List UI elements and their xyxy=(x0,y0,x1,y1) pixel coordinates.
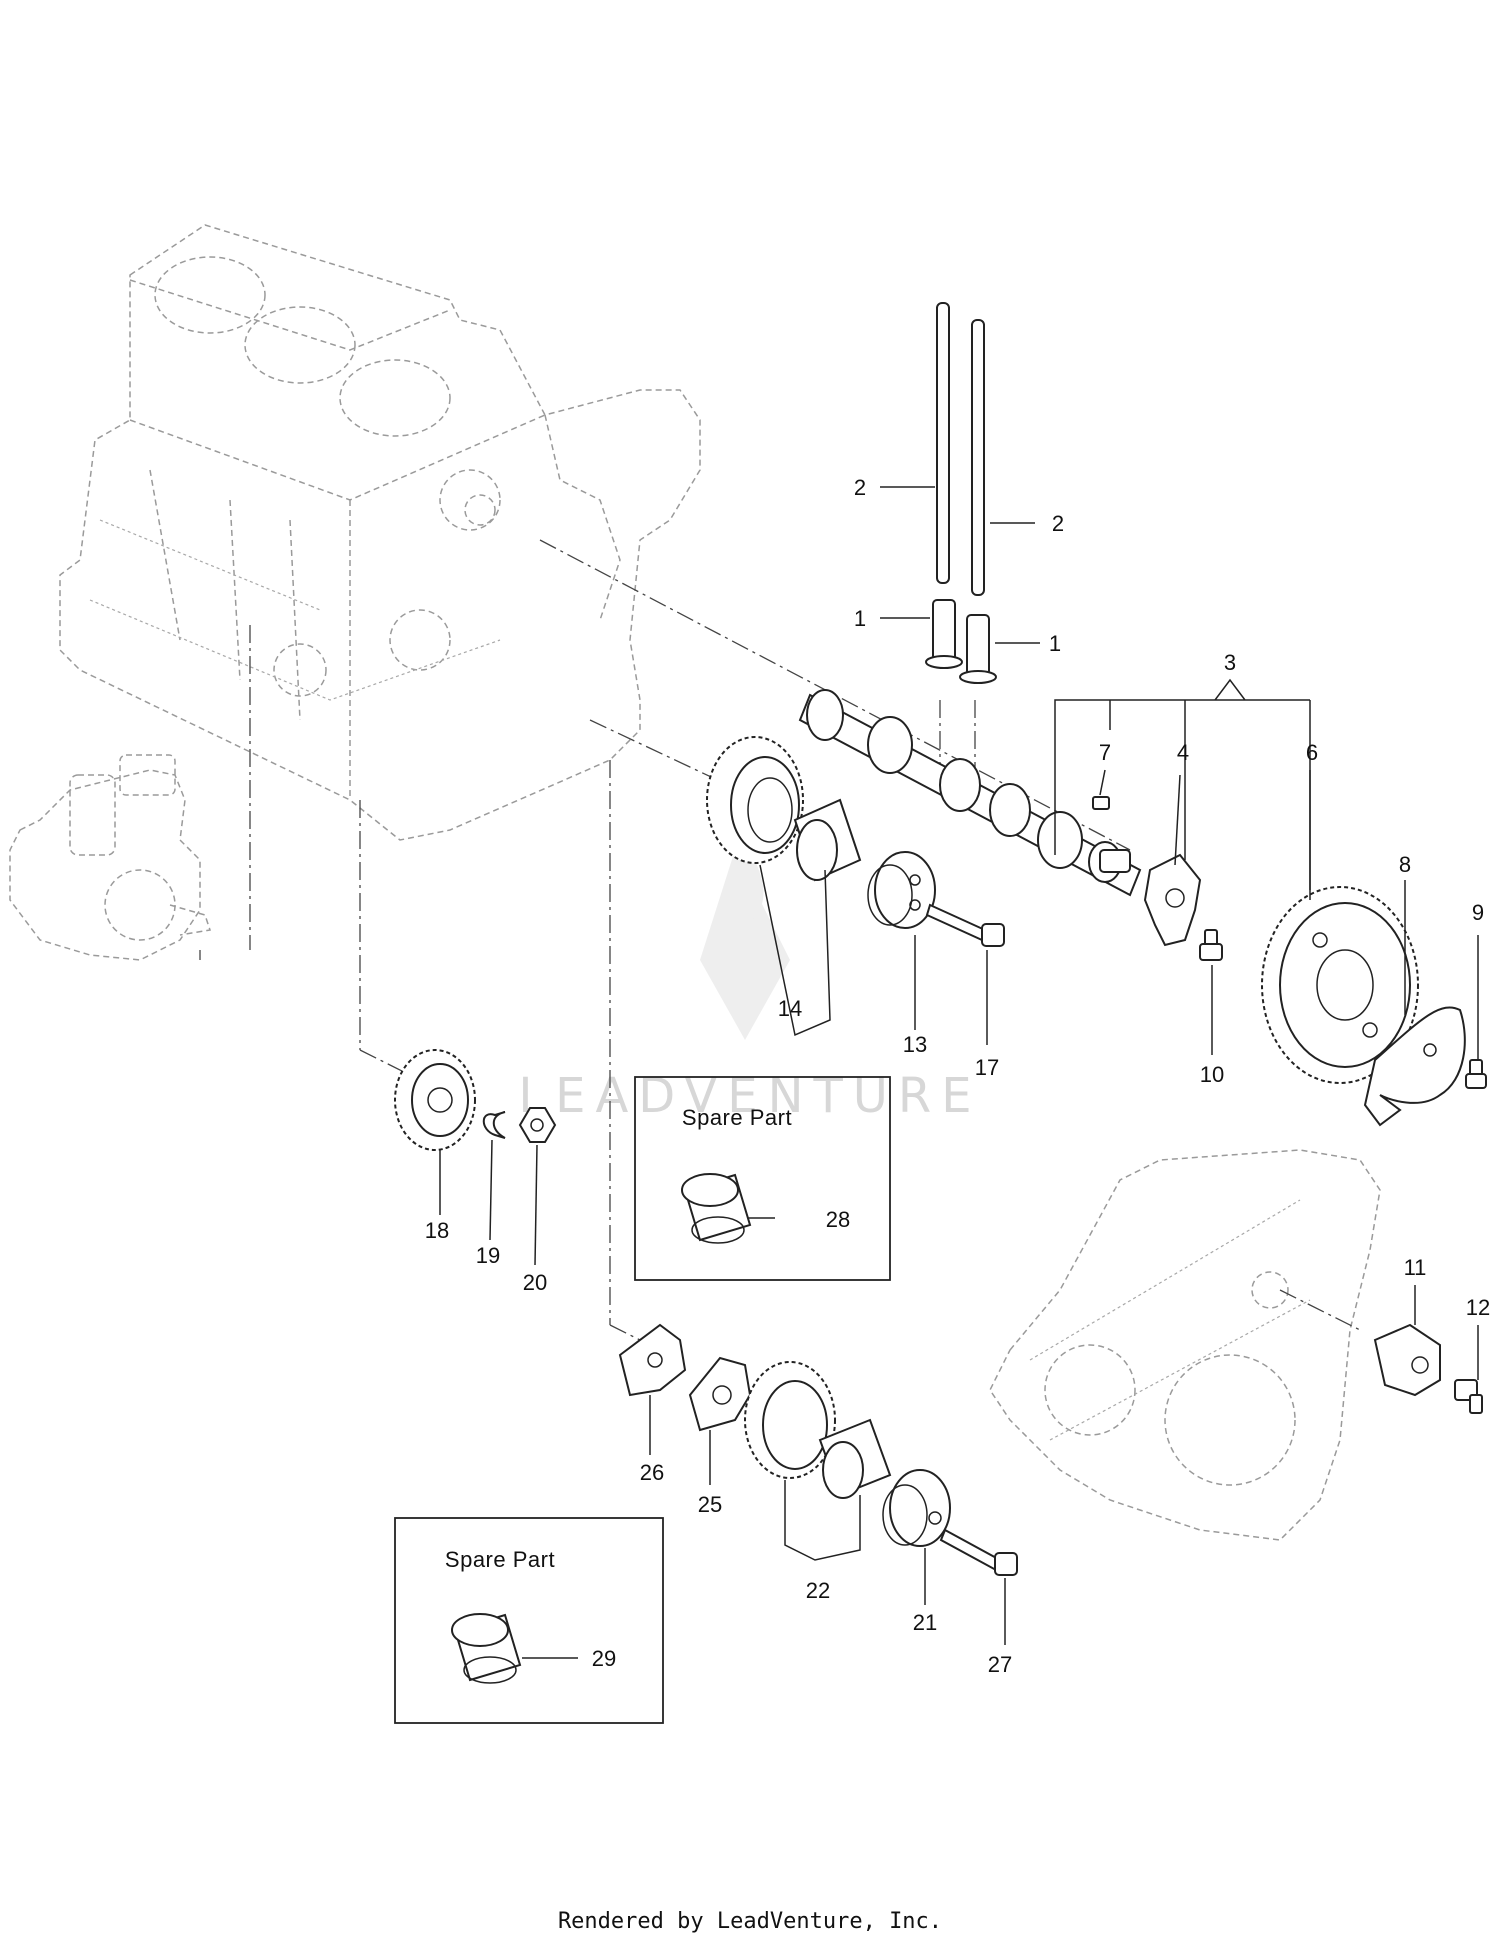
callout-22: 22 xyxy=(806,1578,830,1603)
spare-part-title: Spare Part xyxy=(682,1105,792,1130)
callout-1-right: 1 xyxy=(1049,631,1061,656)
gear-cover-ghost xyxy=(989,1149,1381,1541)
callout-18: 18 xyxy=(425,1218,449,1243)
bolt-17 xyxy=(925,903,1005,947)
callout-8: 8 xyxy=(1399,852,1411,877)
pump-gear-18 xyxy=(394,1049,476,1151)
bolt-12 xyxy=(1454,1379,1483,1414)
bolt-10 xyxy=(1199,929,1223,961)
push-rod-left xyxy=(936,302,950,584)
spare-part-box-29: Spare Part xyxy=(394,1517,664,1724)
engine-block-ghost xyxy=(59,224,701,841)
callout-13: 13 xyxy=(903,1032,927,1057)
callout-11: 11 xyxy=(1404,1255,1427,1280)
idler-gear-14 xyxy=(706,736,804,864)
callout-26: 26 xyxy=(640,1460,664,1485)
bushing-29 xyxy=(451,1613,522,1684)
key-part xyxy=(1092,796,1110,810)
callout-10: 10 xyxy=(1200,1062,1224,1087)
nut-20 xyxy=(518,1107,557,1143)
callout-7: 7 xyxy=(1099,740,1111,765)
washer-19 xyxy=(482,1111,506,1139)
spare-part-title: Spare Part xyxy=(445,1547,555,1572)
callout-6: 6 xyxy=(1306,740,1318,765)
callout-28: 28 xyxy=(826,1207,850,1232)
thrust-plate xyxy=(1143,853,1202,947)
spare-part-box-28: Spare Part xyxy=(634,1076,891,1281)
callout-4: 4 xyxy=(1177,740,1189,765)
callout-17: 17 xyxy=(975,1055,999,1080)
callout-1-left: 1 xyxy=(854,606,866,631)
bushing-28 xyxy=(681,1173,752,1244)
fuel-pump-ghost xyxy=(9,754,211,961)
idler-shaft-13 xyxy=(867,851,936,929)
callout-2-left: 2 xyxy=(854,475,866,500)
watermark-logo-icon xyxy=(700,840,790,1040)
gasket-26 xyxy=(618,1323,687,1397)
callout-27: 27 xyxy=(988,1652,1012,1677)
leader-lines xyxy=(439,486,1479,1659)
callout-29: 29 xyxy=(592,1646,616,1671)
tappet-right xyxy=(959,614,997,684)
callout-19: 19 xyxy=(476,1243,500,1268)
callout-3: 3 xyxy=(1224,650,1236,675)
shield-plate xyxy=(1363,1006,1466,1127)
cam-gear xyxy=(1261,886,1419,1084)
callout-2-right: 2 xyxy=(1052,511,1064,536)
idler-gear-22 xyxy=(744,1361,836,1479)
plate-25 xyxy=(688,1356,752,1432)
bushing-14 xyxy=(793,798,862,882)
push-rod-right xyxy=(971,319,985,596)
bushing-22 xyxy=(818,1418,892,1499)
bolt-27 xyxy=(939,1528,1018,1576)
idler-shaft-21 xyxy=(882,1469,951,1547)
callout-21: 21 xyxy=(913,1610,937,1635)
callout-20: 20 xyxy=(523,1270,547,1295)
camshaft xyxy=(798,689,1142,897)
footer-credit: Rendered by LeadVenture, Inc. xyxy=(558,1909,942,1934)
watermark: LEADVENTURE xyxy=(518,840,972,1124)
callout-14: 14 xyxy=(778,996,802,1021)
bolt-9 xyxy=(1465,1059,1487,1089)
callout-25: 25 xyxy=(698,1492,722,1517)
callout-labels: 2 2 1 1 3 7 4 6 8 9 10 13 14 17 18 19 20… xyxy=(425,475,1490,1677)
callout-9: 9 xyxy=(1472,900,1484,925)
callout-12: 12 xyxy=(1466,1295,1490,1320)
tappet-left xyxy=(925,599,963,669)
sensor-11 xyxy=(1373,1323,1441,1397)
